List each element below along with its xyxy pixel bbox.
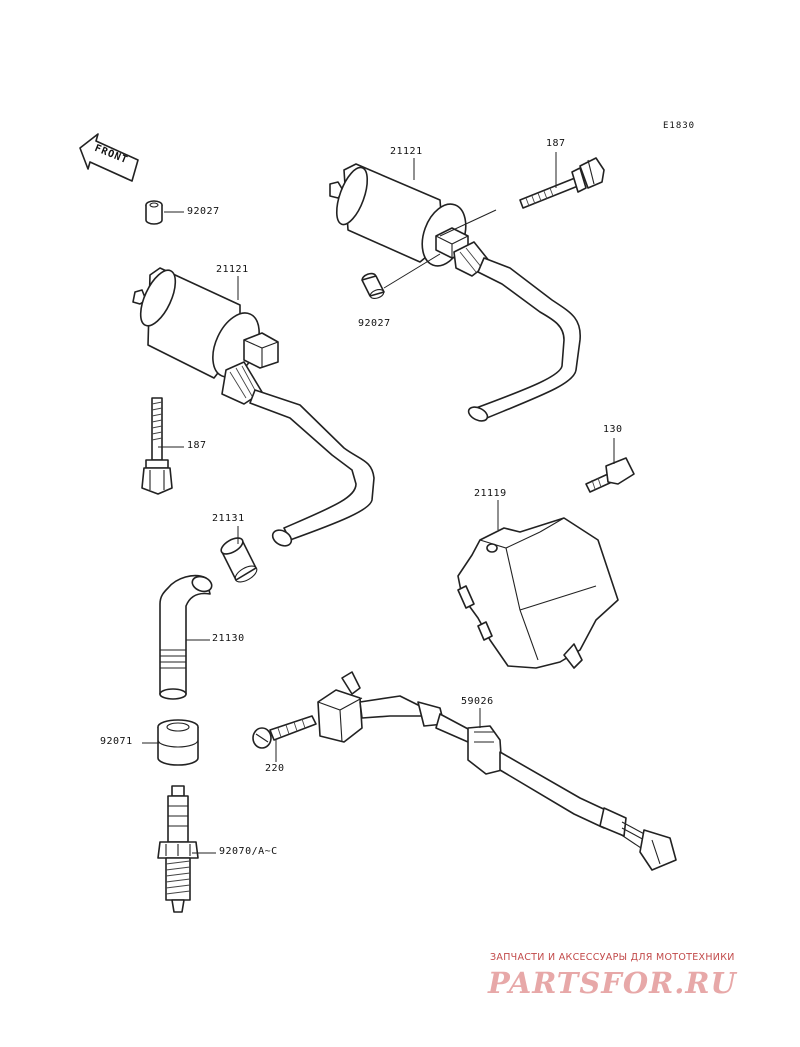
label-cap-21131: 21131	[212, 513, 245, 524]
watermark-logo: PARTSFOR.RU	[488, 966, 737, 1000]
boot-92071	[157, 719, 199, 766]
label-spark-plug-92070: 92070/A~C	[219, 846, 278, 857]
label-bolt-187-left: 187	[187, 440, 207, 451]
spacer-92027-top	[145, 200, 163, 225]
diagram-code: E1830	[663, 121, 696, 131]
label-bolt-187-right: 187	[546, 138, 566, 149]
label-boot-92071: 92071	[100, 736, 133, 747]
watermark-subtitle: ЗАПЧАСТИ И АКСЕССУАРЫ ДЛЯ МОТОТЕХНИКИ	[490, 952, 735, 963]
label-coil-right-21121: 21121	[390, 146, 423, 157]
label-plug-cap-21130: 21130	[212, 633, 245, 644]
ignition-coil-right	[329, 163, 581, 422]
label-bolt-130: 130	[603, 424, 623, 435]
label-spacer-92027-right: 92027	[358, 318, 391, 329]
bolt-130	[585, 457, 635, 493]
leader-lines	[142, 152, 615, 854]
label-sensor-clamp-59026: 59026	[461, 696, 494, 707]
bolt-187-left	[141, 397, 173, 495]
screw-220	[252, 715, 317, 749]
label-igniter-21119: 21119	[474, 488, 507, 499]
front-arrow-icon	[79, 133, 139, 182]
igniter-21119	[457, 517, 619, 669]
spark-plug-92070	[157, 785, 199, 913]
pickup-sensor	[317, 671, 677, 871]
label-screw-220: 220	[265, 763, 285, 774]
bolt-187-right	[519, 157, 605, 209]
plug-cap-21130	[159, 574, 213, 700]
ignition-coil-left	[132, 267, 375, 547]
label-spacer-92027-top: 92027	[187, 206, 220, 217]
spacer-92027-right	[361, 272, 385, 300]
label-coil-left-21121: 21121	[216, 264, 249, 275]
cap-21131	[220, 537, 258, 583]
